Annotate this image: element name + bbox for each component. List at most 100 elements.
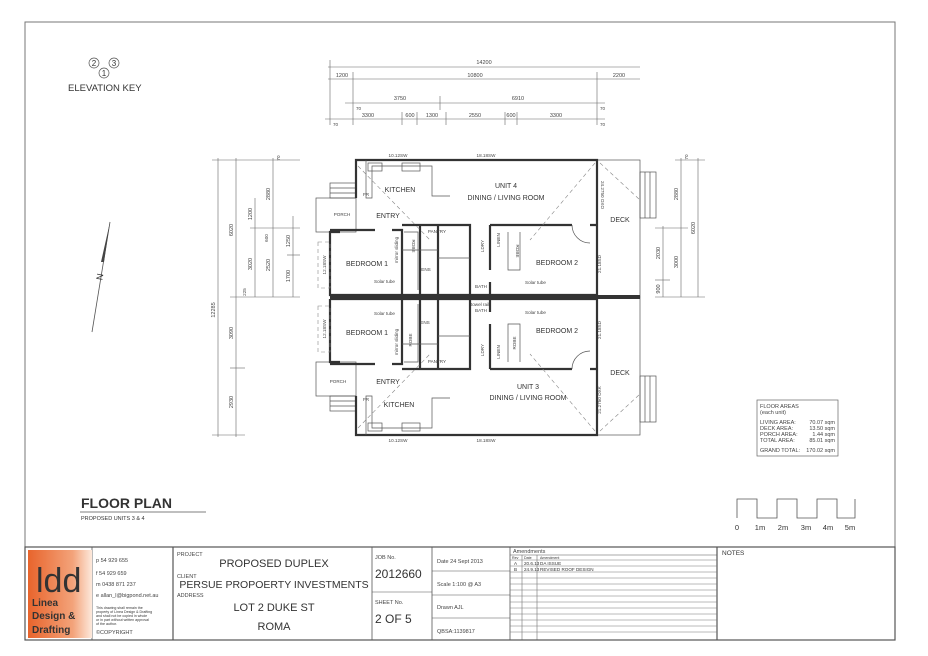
job-label: JOB No. <box>375 555 396 561</box>
dim-3300b: 3300 <box>550 113 562 119</box>
room-label: BEDROOM 1 <box>346 261 388 268</box>
room-label: PORCH <box>334 212 351 217</box>
dim-1300: 1300 <box>426 113 438 119</box>
area-value: 70.07 sqm <box>809 420 835 426</box>
dim-2880: 2880 <box>266 188 272 200</box>
scale-label: 0 <box>735 523 739 532</box>
scale-label: 2m <box>778 523 788 532</box>
note-label: towel rail <box>471 302 489 307</box>
room-label: DECK <box>610 370 630 377</box>
dim-70: 70 <box>356 106 362 111</box>
room-label: LDRY <box>480 344 485 356</box>
sheet-number: 2 OF 5 <box>375 612 412 626</box>
scale-bar: 0 1m 2m 3m 4m 5m <box>735 498 856 532</box>
dim-10800: 10800 <box>467 73 482 79</box>
dim-6020: 6020 <box>691 222 697 234</box>
room-label: BEDROOM 2 <box>536 328 578 335</box>
room-label: DINING / LIVING ROOM <box>489 395 566 402</box>
client-label: CLIENT <box>177 574 197 580</box>
dim-2930: 2930 <box>229 396 235 408</box>
title-block: ldd Linea Design & Drafting p 54 929 655… <box>24 546 896 641</box>
dim-1200: 1200 <box>248 208 254 220</box>
north-arrow: N <box>91 221 111 333</box>
contact-mobile: m 0438 871 237 <box>96 582 136 588</box>
unit-name: UNIT 4 <box>495 183 517 190</box>
amendment-date: 20.6.13 <box>524 561 540 566</box>
dim-600: 600 <box>264 234 269 242</box>
project-name: PROPOSED DUPLEX <box>219 558 329 570</box>
amendment-rev: A <box>514 561 518 566</box>
amendment-text: REVISED ROOF DESIGN <box>540 567 594 572</box>
room-label: ROBE <box>408 333 413 346</box>
room-label: BATH <box>475 284 487 289</box>
dim-2030: 2030 <box>656 247 662 259</box>
area-label: DECK AREA: <box>760 426 793 432</box>
elevation-marker-1: 1 <box>102 69 107 78</box>
amendment-text: DA ISSUE <box>540 561 561 566</box>
room-label: FR <box>363 192 370 197</box>
scale-label: 1m <box>755 523 765 532</box>
note-label: Solar tube <box>374 279 395 284</box>
room-label: LDRY <box>480 240 485 252</box>
dim-70: 70 <box>684 154 689 160</box>
room-label: ROBE <box>411 239 416 252</box>
project-label: PROJECT <box>177 552 203 558</box>
room-label: BEDROOM 1 <box>346 330 388 337</box>
room-label: ROBE <box>515 244 520 257</box>
window-label: 12.18SW <box>322 319 327 339</box>
floor-areas-title: FLOOR AREAS <box>760 404 799 410</box>
dim-2550: 2550 <box>469 113 481 119</box>
dim-70: 70 <box>333 122 339 127</box>
elevation-marker-2: 2 <box>92 59 97 68</box>
window-label: 18.18SW <box>477 438 497 443</box>
deck-steps <box>639 171 657 423</box>
window-label: 21.18SD <box>597 254 602 273</box>
north-label: N <box>94 273 105 281</box>
window-label: 24.2750 OXO <box>600 181 605 210</box>
room-label: LINEN <box>496 345 501 359</box>
note-label: mirror sliding <box>394 236 399 263</box>
top-dimensions: 14200 1200 10800 2200 3750 6910 3300 600… <box>325 60 640 127</box>
disclaimer-line: property of Linea Design & Drafting <box>96 610 152 614</box>
amendments-title: Amendments <box>513 549 546 555</box>
amendment-date: 24.9.13 <box>524 567 540 572</box>
room-label: ENTRY <box>376 213 400 220</box>
room-label: DINING / LIVING ROOM <box>467 195 544 202</box>
scale-label: 3m <box>801 523 811 532</box>
note-label: Solar tube <box>525 280 546 285</box>
dim-6910: 6910 <box>512 96 524 102</box>
dim-3020: 3020 <box>248 258 254 270</box>
window-label: 21.18SD <box>597 320 602 339</box>
contact-fax: f 54 929 659 <box>96 571 127 577</box>
logo-text: Linea <box>32 598 59 609</box>
room-label: KITCHEN <box>385 187 416 194</box>
room-label: BATH <box>475 308 487 313</box>
window-label: 10.12SW <box>389 153 409 158</box>
dim-70: 70 <box>600 106 606 111</box>
grand-total-value: 170.02 sqm <box>806 448 835 454</box>
building-plan <box>315 158 657 437</box>
dim-600: 600 <box>405 113 414 119</box>
job-number: 2012660 <box>375 567 422 581</box>
window-label: 12.18SW <box>322 255 327 275</box>
dim-3300: 3300 <box>362 113 374 119</box>
note-label: Solar tube <box>374 311 395 316</box>
amendment-rev: B <box>514 567 517 572</box>
room-label: BEDROOM 2 <box>536 260 578 267</box>
dim-600b: 600 <box>506 113 515 119</box>
left-dimensions: 12285 6020 3090 2930 1200 3020 2880 2520… <box>211 155 300 437</box>
area-value: 13.50 sqm <box>809 426 835 432</box>
dim-2200: 2200 <box>613 73 625 79</box>
logo-text: Drafting <box>32 625 70 636</box>
room-label: PORCH <box>330 379 347 384</box>
floor-areas-box: FLOOR AREAS (each unit) LIVING AREA: 70.… <box>756 399 839 457</box>
address-label: ADDRESS <box>177 593 204 599</box>
window-label: 21.2750 OXK <box>597 385 602 414</box>
address-line: LOT 2 DUKE ST <box>233 602 314 614</box>
note-label: Solar tube <box>525 310 546 315</box>
company-logo: ldd Linea Design & Drafting <box>28 550 92 638</box>
logo-mark: ldd <box>36 562 81 600</box>
area-label: LIVING AREA: <box>760 420 796 426</box>
column-header: Amendment <box>540 556 559 560</box>
